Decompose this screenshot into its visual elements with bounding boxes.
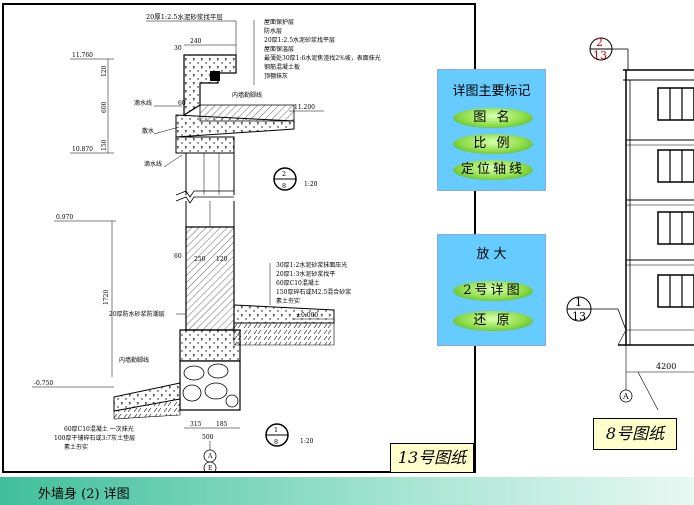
detail-index-upper: 2 8 1:20 bbox=[273, 167, 318, 191]
dim-150: 150 bbox=[101, 139, 108, 151]
axis-a-label-right: A bbox=[622, 392, 629, 401]
restore-button[interactable]: 还 原 bbox=[453, 311, 533, 331]
detail-2-button[interactable]: 2号详图 bbox=[453, 281, 533, 301]
elevation-marks-lower: 0.970 1720 ±0.000 -0.750 bbox=[32, 214, 334, 388]
dim-60-lower: 60 bbox=[174, 253, 182, 260]
axis-button[interactable]: 定位轴线 bbox=[453, 160, 533, 180]
label-inner-line: 内墙勒脚线 bbox=[232, 91, 262, 99]
elev-11760: 11.760 bbox=[72, 52, 93, 59]
dim-120-lower: 120 bbox=[216, 256, 228, 263]
detail-lower-num: 1 bbox=[274, 426, 278, 434]
label-drip-1: 滴水线 bbox=[134, 99, 152, 107]
roof-layer-1: 防水层 bbox=[264, 27, 282, 35]
dim-30: 30 bbox=[174, 45, 182, 52]
index-mid-bubble: 1 13 bbox=[566, 296, 627, 331]
bottom-layer-0: 60厚C10混凝土 一次抹光 bbox=[64, 425, 134, 433]
dim-1720: 1720 bbox=[103, 290, 110, 305]
floor-layer-notes: 30厚1:2水泥砂浆抹面压光 20厚1:3水泥砂浆找平 60厚C10混凝土 15… bbox=[269, 261, 351, 305]
dim-60-upper: 60 bbox=[178, 100, 186, 107]
dim-4200: 4200 bbox=[656, 362, 676, 371]
roof-layer-0: 屋面保护层 bbox=[264, 18, 294, 26]
detail-index-lower: 1 8 1:20 bbox=[265, 423, 314, 447]
index-top-num: 2 bbox=[596, 36, 603, 49]
sheet-8-label: 8号图纸 bbox=[593, 418, 677, 450]
sheet-13-label: 13号图纸 bbox=[390, 443, 474, 473]
elev-10870: 10.870 bbox=[72, 146, 93, 153]
main-marks-panel: 详图主要标记 图 名 比 例 定位轴线 bbox=[437, 69, 546, 191]
axis-e-label: E bbox=[208, 465, 212, 472]
bottom-layer-notes: 60厚C10混凝土 一次抹光 100厚干铺碎石或3:7灰土垫层 素土夯实 bbox=[54, 425, 135, 451]
roof-layer-2: 20厚1:2.5水泥砂浆找平层 bbox=[264, 36, 335, 44]
elev-000: ±0.000 bbox=[296, 312, 318, 319]
lower-wall-section bbox=[113, 201, 335, 420]
wall-section-svg: 20厚1:2.5水泥砂浆找平层 屋面保护层 防水层 20厚1:2.5水泥砂浆找平… bbox=[32, 12, 381, 472]
zoom-panel: 放 大 2号详图 还 原 bbox=[437, 234, 546, 346]
dim-315: 315 bbox=[190, 421, 202, 428]
axis-a-label: A bbox=[207, 453, 213, 460]
axis-a-bubble-right bbox=[619, 389, 633, 403]
building-windows bbox=[657, 87, 694, 308]
dim-500: 500 bbox=[202, 434, 214, 441]
dim-240: 240 bbox=[190, 38, 202, 45]
label-waterproof: 20厚防水砂浆防潮层 bbox=[109, 310, 165, 318]
top-note: 20厚1:2.5水泥砂浆找平层 bbox=[146, 12, 223, 21]
figure-name-button[interactable]: 图 名 bbox=[453, 108, 533, 128]
bottom-layer-1: 100厚干铺碎石或3:7灰土垫层 bbox=[54, 434, 135, 442]
roof-layer-6: 顶棚抹灰 bbox=[264, 72, 288, 80]
index-top-sheet: 13 bbox=[593, 49, 607, 62]
elev-minus-0750: -0.750 bbox=[34, 380, 53, 387]
floor-layer-3: 150厚碎石或M2.5混合砂浆 bbox=[276, 288, 351, 296]
detail-lower-sheet: 8 bbox=[274, 438, 278, 446]
index-top-bubble: 2 13 bbox=[589, 36, 629, 70]
label-slope: 散水 bbox=[142, 127, 154, 135]
floor-layer-0: 30厚1:2水泥砂浆抹面压光 bbox=[276, 261, 347, 269]
axis-e-bubble bbox=[203, 461, 217, 471]
floor-layer-4: 素土夯实 bbox=[276, 297, 300, 305]
main-marks-title: 详图主要标记 bbox=[452, 84, 531, 99]
index-mid-num: 1 bbox=[575, 296, 582, 309]
parapet-section bbox=[175, 54, 295, 195]
dim-120: 120 bbox=[101, 65, 108, 77]
roof-layer-notes: 屋面保护层 防水层 20厚1:2.5水泥砂浆找平层 屋面保温层 最薄处30厚1:… bbox=[253, 18, 381, 85]
scale-button[interactable]: 比 例 bbox=[453, 134, 533, 154]
zoom-title: 放 大 bbox=[476, 247, 507, 262]
detail-upper-num: 2 bbox=[282, 170, 286, 178]
label-drip-2: 滴水线 bbox=[144, 160, 162, 168]
footer-bar: 外墙身 (2) 详图 bbox=[0, 477, 694, 505]
building-elevation-svg: 2 13 1 13 bbox=[566, 36, 694, 411]
floor-layer-2: 60厚C10混凝土 bbox=[276, 279, 320, 287]
dim-185: 185 bbox=[216, 421, 228, 428]
roof-layer-4: 最薄处30厚1:6水泥焦渣找2%坡，表面抹光 bbox=[264, 54, 381, 62]
building-outline bbox=[617, 69, 694, 346]
floor-layer-1: 20厚1:3水泥砂浆找平 bbox=[276, 270, 335, 278]
bottom-layer-2: 素土夯实 bbox=[64, 443, 88, 451]
detail-lower-scale: 1:20 bbox=[300, 438, 314, 445]
elev-0970: 0.970 bbox=[56, 214, 73, 221]
footer-title: 外墙身 (2) 详图 bbox=[38, 487, 130, 502]
dim-250: 250 bbox=[194, 256, 206, 263]
wall-detail-drawing: 20厚1:2.5水泥砂浆找平层 屋面保护层 防水层 20厚1:2.5水泥砂浆找平… bbox=[2, 3, 476, 473]
roof-layer-3: 屋面保温层 bbox=[264, 45, 294, 53]
elevation-marks-upper: 11.760 10.870 600 120 150 11.200 bbox=[70, 52, 324, 154]
index-mid-sheet: 13 bbox=[572, 310, 586, 323]
elev-11200: 11.200 bbox=[294, 104, 315, 111]
label-inner-foot: 内墙勒脚线 bbox=[119, 356, 149, 364]
dim-600: 600 bbox=[101, 101, 108, 113]
roof-layer-5: 钢筋混凝土板 bbox=[264, 63, 300, 71]
detail-upper-sheet: 8 bbox=[282, 182, 286, 190]
detail-upper-scale: 1:20 bbox=[304, 181, 318, 188]
